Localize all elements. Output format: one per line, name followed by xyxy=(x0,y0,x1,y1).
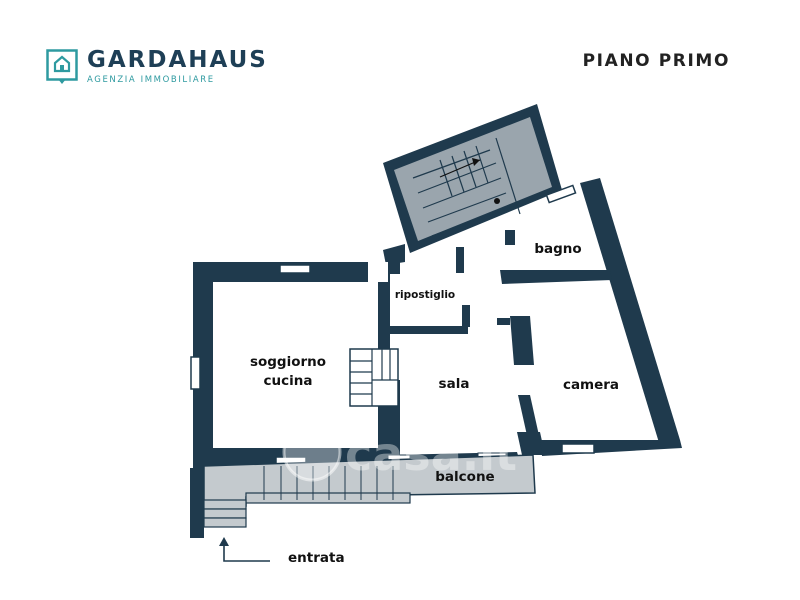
brand-name: GARDAHAUS xyxy=(87,47,268,73)
room-label-camera: camera xyxy=(563,377,619,393)
stairwell xyxy=(383,104,562,253)
balcony-railing xyxy=(263,466,394,500)
living-walls xyxy=(190,262,507,538)
room-label-ripostiglio: ripostiglio xyxy=(395,289,455,301)
entrance-label: entrata xyxy=(288,550,345,566)
brand-subtitle: AGENZIA IMMOBILIARE xyxy=(87,75,215,85)
balcony xyxy=(203,454,536,528)
house-icon xyxy=(46,48,78,84)
entrance-steps xyxy=(203,499,247,528)
stair-treads xyxy=(412,137,521,237)
floor-title: PIANO PRIMO xyxy=(582,51,730,71)
room-label-sala: sala xyxy=(439,376,470,392)
right-wing-walls xyxy=(497,178,682,456)
brand-text: GARDAHAUS AGENZIA IMMOBILIARE xyxy=(87,48,268,85)
stair-start-dot xyxy=(494,198,500,204)
stair-arrow-head xyxy=(472,158,480,166)
interior-stair xyxy=(349,348,399,407)
room-label-balcone: balcone xyxy=(435,469,494,485)
watermark-text: casa.it xyxy=(345,427,517,481)
brand-logo: GARDAHAUS AGENZIA IMMOBILIARE xyxy=(46,48,268,85)
entrance-arrow xyxy=(219,537,270,562)
room-label-cucina: cucina xyxy=(264,373,313,389)
casa-watermark: casa.it xyxy=(282,422,517,482)
room-label-soggiorno: soggiorno xyxy=(250,354,326,370)
room-label-bagno: bagno xyxy=(534,241,581,257)
